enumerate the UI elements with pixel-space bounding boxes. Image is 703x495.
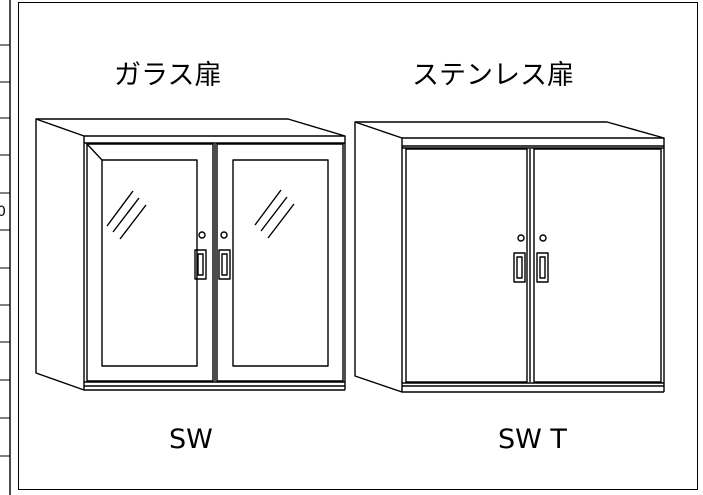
glass-lock-icon bbox=[198, 231, 228, 239]
stainless-lock-icon bbox=[517, 234, 547, 242]
figure-frame bbox=[18, 2, 698, 490]
stainless-door-cabinet bbox=[354, 121, 665, 393]
glass-door-cabinet bbox=[35, 118, 346, 391]
stainless-door-title: ステンレス扉 bbox=[412, 60, 574, 91]
glass-door-title: ガラス扉 bbox=[114, 60, 222, 91]
glass-reflection-right bbox=[254, 189, 295, 239]
left-table-char: 0 bbox=[0, 204, 6, 220]
stainless-handle-icon bbox=[513, 252, 549, 283]
glass-door-model: SW bbox=[169, 424, 213, 455]
stainless-door-model: SW T bbox=[498, 424, 567, 455]
left-table-edge: 0 bbox=[0, 0, 11, 495]
glass-reflection-left bbox=[106, 190, 147, 240]
glass-handle-icon bbox=[194, 249, 231, 280]
